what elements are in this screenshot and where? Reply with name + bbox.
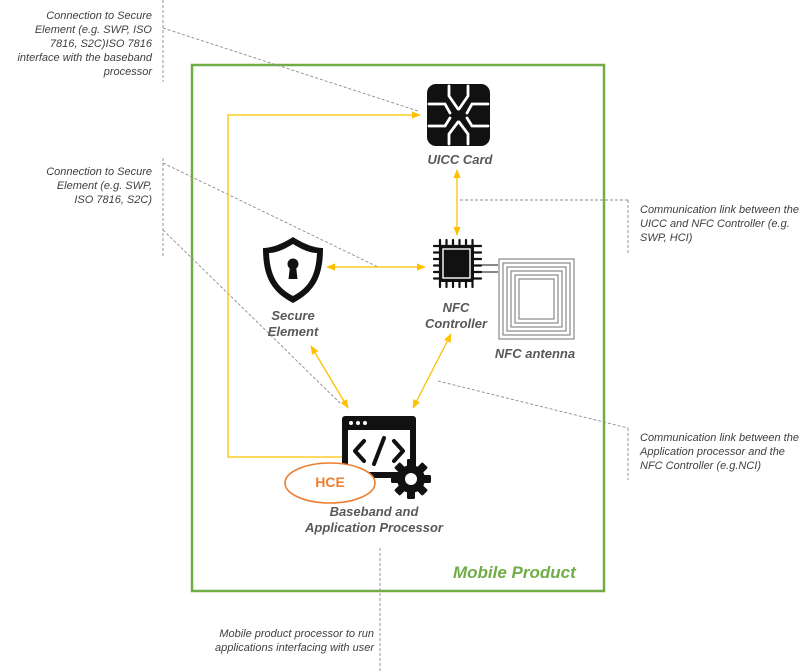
secure-element-label: Secure Element <box>267 308 319 339</box>
uicc-card-label: UICC Card <box>427 152 493 167</box>
microchip-icon <box>432 238 498 289</box>
hce-label: HCE <box>315 474 345 490</box>
annotation-uicc-nfc-link: Communication link between the UICC and … <box>640 204 799 244</box>
annotation-se-connection-baseband: Connection to Secure Element (e.g. SWP, … <box>17 10 152 78</box>
antenna-coil-icon <box>498 258 575 340</box>
hce-outline <box>284 462 376 504</box>
processor-label: Baseband and Application Processor <box>305 504 443 535</box>
nfc-controller-label: NFC Controller <box>424 300 488 331</box>
code-window-gear-icon <box>342 416 431 499</box>
sim-chip-icon <box>427 84 490 146</box>
communication-links <box>227 111 461 458</box>
nfc-antenna-label: NFC antenna <box>494 346 576 361</box>
annotation-processor: Mobile product processor to run applicat… <box>215 628 374 654</box>
annotation-leaders <box>162 0 629 672</box>
mobile-product-frame <box>190 63 606 593</box>
annotation-se-connection: Connection to Secure Element (e.g. SWP, … <box>46 166 152 206</box>
link-nfc-processor <box>412 333 452 409</box>
annotation-ap-nfc-link: Communication link between the Applicati… <box>640 432 799 472</box>
shield-lock-icon <box>263 237 323 303</box>
mobile-product-label: Mobile Product <box>453 563 576 582</box>
link-se-processor <box>310 345 349 409</box>
link-processor-uicc <box>227 111 421 458</box>
